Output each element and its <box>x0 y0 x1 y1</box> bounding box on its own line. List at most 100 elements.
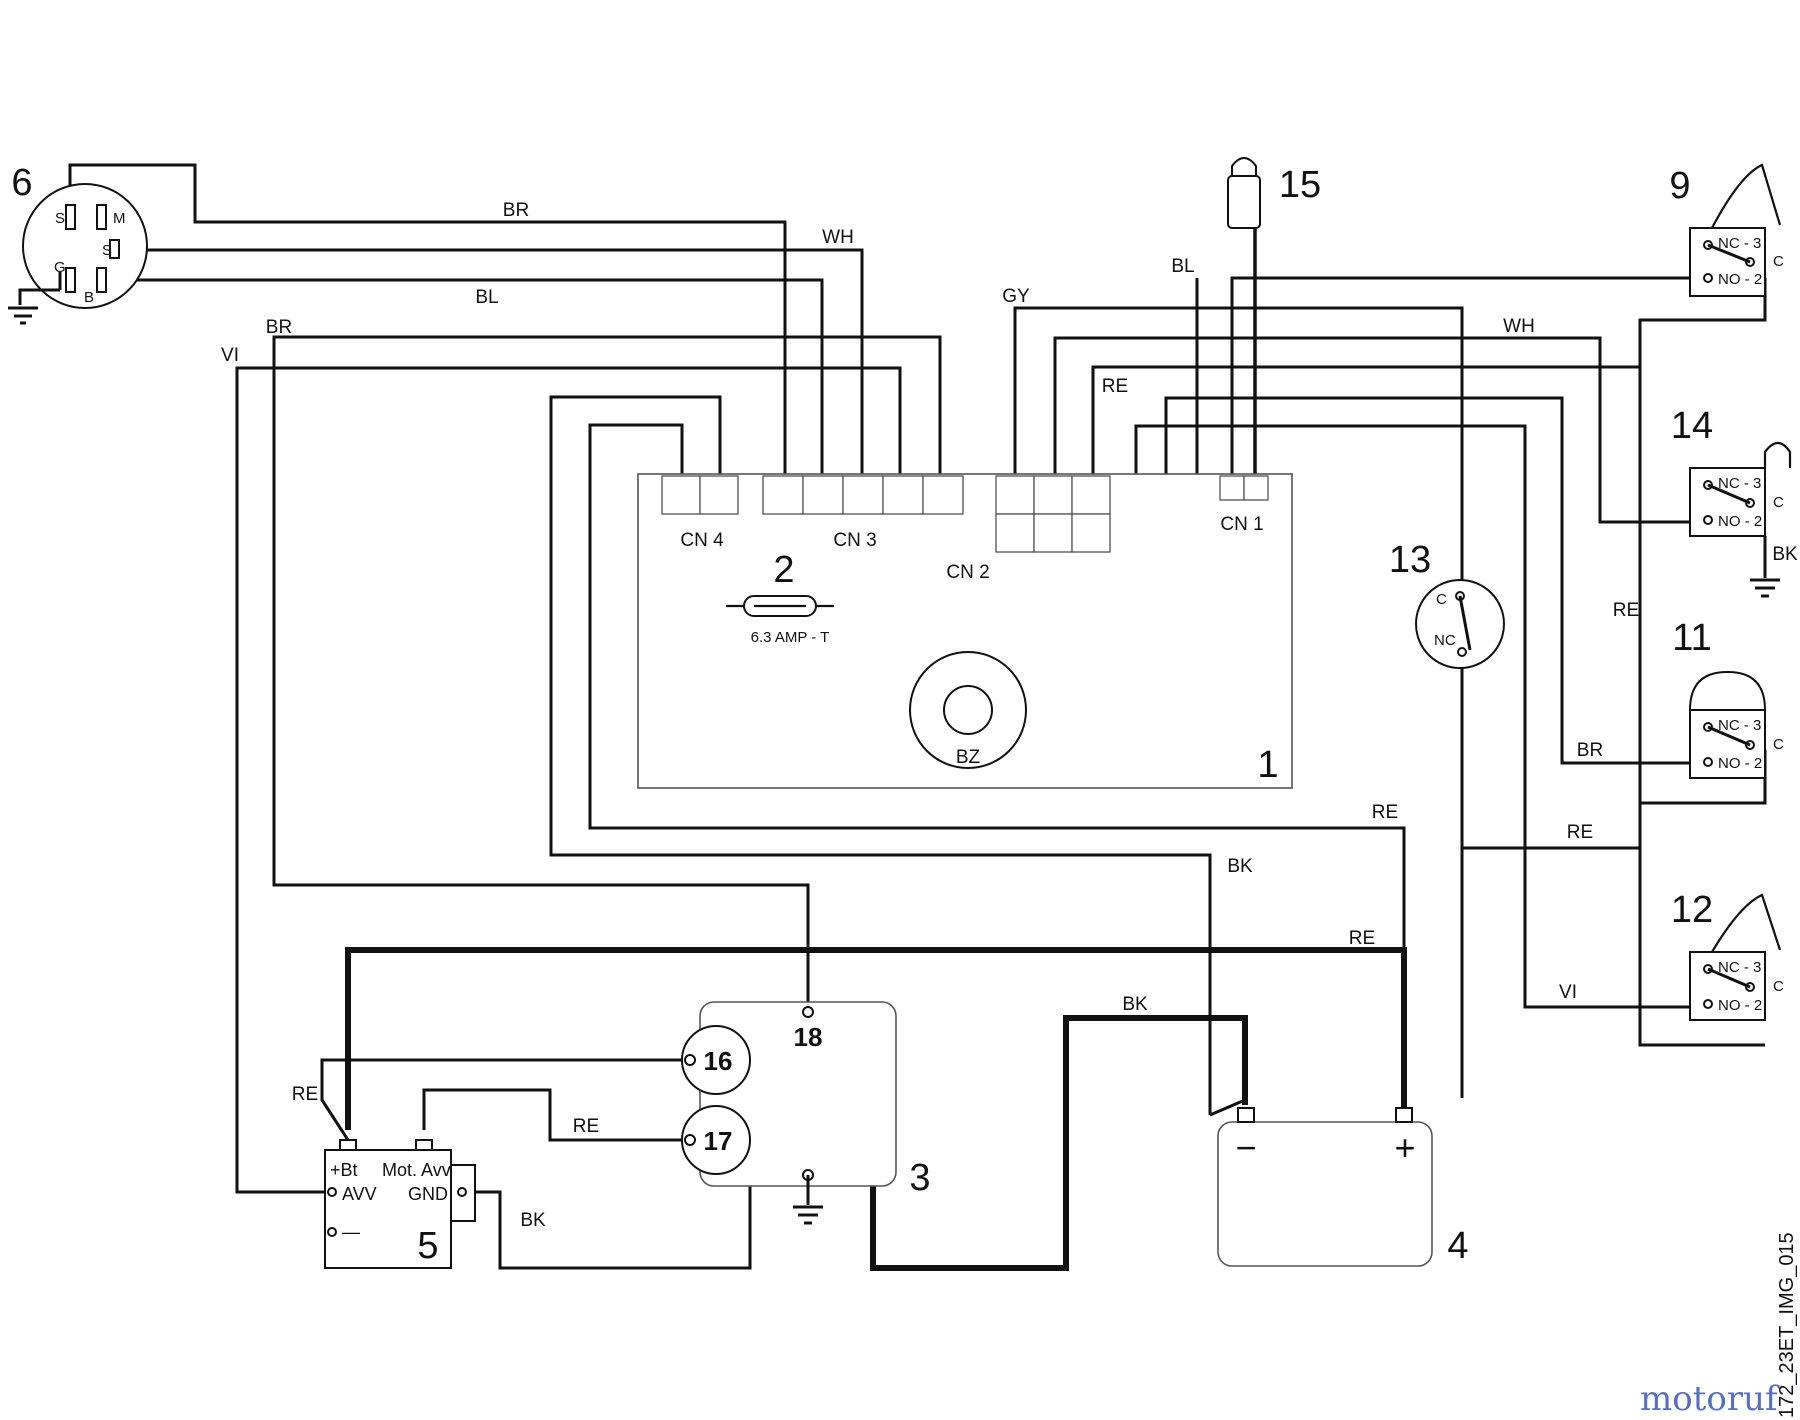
starter-relay: +Bt Mot. Avv AVV GND — <box>324 1139 476 1269</box>
component-number-1: 1 <box>1257 744 1278 786</box>
component-number-16: 16 <box>704 1046 733 1076</box>
svg-text:WH: WH <box>1503 316 1535 337</box>
wire-minus-bat <box>1209 1098 1246 1117</box>
svg-text:C: C <box>1436 591 1447 608</box>
wire-vi-left <box>235 366 902 1194</box>
connector-cn3 <box>762 475 964 515</box>
battery-body <box>1217 1121 1433 1267</box>
image-code: 172_23ET_IMG_015 <box>1776 1232 1798 1418</box>
label-cn2: CN 2 <box>946 562 989 583</box>
connector-cn2 <box>995 475 1111 553</box>
switch-9: NC - 3 NO - 2 C <box>1689 163 1784 297</box>
battery: − + <box>1217 1107 1433 1267</box>
svg-text:NO - 2: NO - 2 <box>1718 513 1762 530</box>
svg-text:RE: RE <box>1372 802 1398 823</box>
wire-sensor13 <box>1460 660 1640 850</box>
label-cn3: CN 3 <box>833 530 876 551</box>
ignition-switch: S M S G B <box>8 183 148 325</box>
relay-body <box>324 1149 452 1269</box>
svg-text:NC - 3: NC - 3 <box>1718 717 1761 734</box>
svg-text:AVV: AVV <box>342 1184 377 1204</box>
sensor-13: C NC <box>1415 579 1505 669</box>
svg-text:RE: RE <box>1567 822 1593 843</box>
wire-cn4-b <box>588 423 1406 1108</box>
wire-re-bat-heavy <box>345 947 1407 1130</box>
svg-text:NC: NC <box>1434 632 1456 649</box>
wire-br-top <box>68 163 787 478</box>
connector-cn1 <box>1219 475 1269 501</box>
svg-text:Mot. Avv: Mot. Avv <box>382 1160 451 1180</box>
component-number-11: 11 <box>1672 617 1711 659</box>
svg-text:RE: RE <box>292 1084 318 1105</box>
svg-text:C: C <box>1773 736 1784 753</box>
component-number-17: 17 <box>704 1126 733 1156</box>
control-unit: CN 4 CN 3 CN 2 CN 1 2 6.3 AMP - T BZ 1 <box>637 473 1293 789</box>
svg-text:G: G <box>54 259 66 276</box>
svg-text:GND: GND <box>408 1184 448 1204</box>
wire-bl-right <box>1230 276 1690 478</box>
svg-text:NO - 2: NO - 2 <box>1718 755 1762 772</box>
wire-labels: BR WH BL BR VI GY BL WH RE RE BK BR RE R… <box>221 200 1798 1231</box>
terminal-16 <box>681 1025 751 1095</box>
sensor-13-body <box>1415 579 1505 669</box>
wire-re-cn2 <box>1091 365 1640 478</box>
svg-text:VI: VI <box>221 345 239 366</box>
component-number-18: 18 <box>794 1022 823 1052</box>
battery-plus: + <box>1394 1127 1415 1168</box>
svg-text:BK: BK <box>520 1210 546 1231</box>
svg-text:M: M <box>113 210 126 227</box>
component-number-2: 2 <box>773 549 794 591</box>
ignition-ground-icon <box>8 272 62 325</box>
wire-wh-top <box>123 248 864 478</box>
label-cn4: CN 4 <box>680 530 724 551</box>
component-number-13: 13 <box>1389 539 1431 581</box>
component-number-4: 4 <box>1447 1225 1468 1267</box>
svg-text:NC - 3: NC - 3 <box>1718 235 1761 252</box>
svg-text:C: C <box>1773 978 1784 995</box>
component-number-3: 3 <box>909 1157 930 1199</box>
switch-14: NC - 3 NO - 2 C <box>1689 441 1792 598</box>
fuse-rating: 6.3 AMP - T <box>751 629 830 646</box>
engine-ground-icon <box>793 1175 823 1225</box>
component-number-14: 14 <box>1671 405 1713 447</box>
svg-text:NO - 2: NO - 2 <box>1718 271 1762 288</box>
svg-text:BK: BK <box>1122 994 1148 1015</box>
svg-text:RE: RE <box>1613 600 1639 621</box>
buzzer-label: BZ <box>956 747 981 768</box>
svg-text:RE: RE <box>1102 376 1128 397</box>
svg-text:NC - 3: NC - 3 <box>1718 475 1761 492</box>
svg-text:NO - 2: NO - 2 <box>1718 997 1762 1014</box>
svg-text:RE: RE <box>1349 928 1375 949</box>
switch-12: NC - 3 NO - 2 C <box>1689 893 1784 1021</box>
svg-text:RE: RE <box>573 1116 599 1137</box>
wire-cn2-box-b <box>1053 336 1690 524</box>
wire-re-relay-16 <box>320 1058 690 1141</box>
svg-text:B: B <box>84 289 94 306</box>
component-number-9: 9 <box>1669 165 1690 207</box>
svg-text:BK: BK <box>1772 544 1798 565</box>
wire-bl-top <box>105 278 824 478</box>
svg-text:C: C <box>1773 494 1784 511</box>
svg-text:GY: GY <box>1002 286 1030 307</box>
battery-minus: − <box>1235 1127 1256 1168</box>
component-number-12: 12 <box>1671 889 1713 931</box>
svg-text:—: — <box>342 1222 360 1242</box>
terminal-18 <box>802 1006 814 1018</box>
svg-text:WH: WH <box>822 227 854 248</box>
wire-bk-gnd <box>460 1173 808 1270</box>
svg-text:+Bt: +Bt <box>330 1160 358 1180</box>
watermark: motoruf <box>1640 1379 1780 1419</box>
switch-14-ground-icon <box>1750 536 1780 598</box>
svg-text:NC - 3: NC - 3 <box>1718 959 1761 976</box>
svg-text:BK: BK <box>1227 856 1253 877</box>
svg-text:BR: BR <box>1577 740 1603 761</box>
svg-text:C: C <box>1773 253 1784 270</box>
svg-text:S: S <box>55 210 65 227</box>
component-number-15: 15 <box>1279 164 1321 206</box>
lamp <box>1227 157 1261 229</box>
buzzer <box>909 651 1027 769</box>
label-cn1: CN 1 <box>1220 514 1263 535</box>
switch-11: NC - 3 NO - 2 C <box>1688 671 1784 779</box>
svg-text:VI: VI <box>1559 982 1577 1003</box>
